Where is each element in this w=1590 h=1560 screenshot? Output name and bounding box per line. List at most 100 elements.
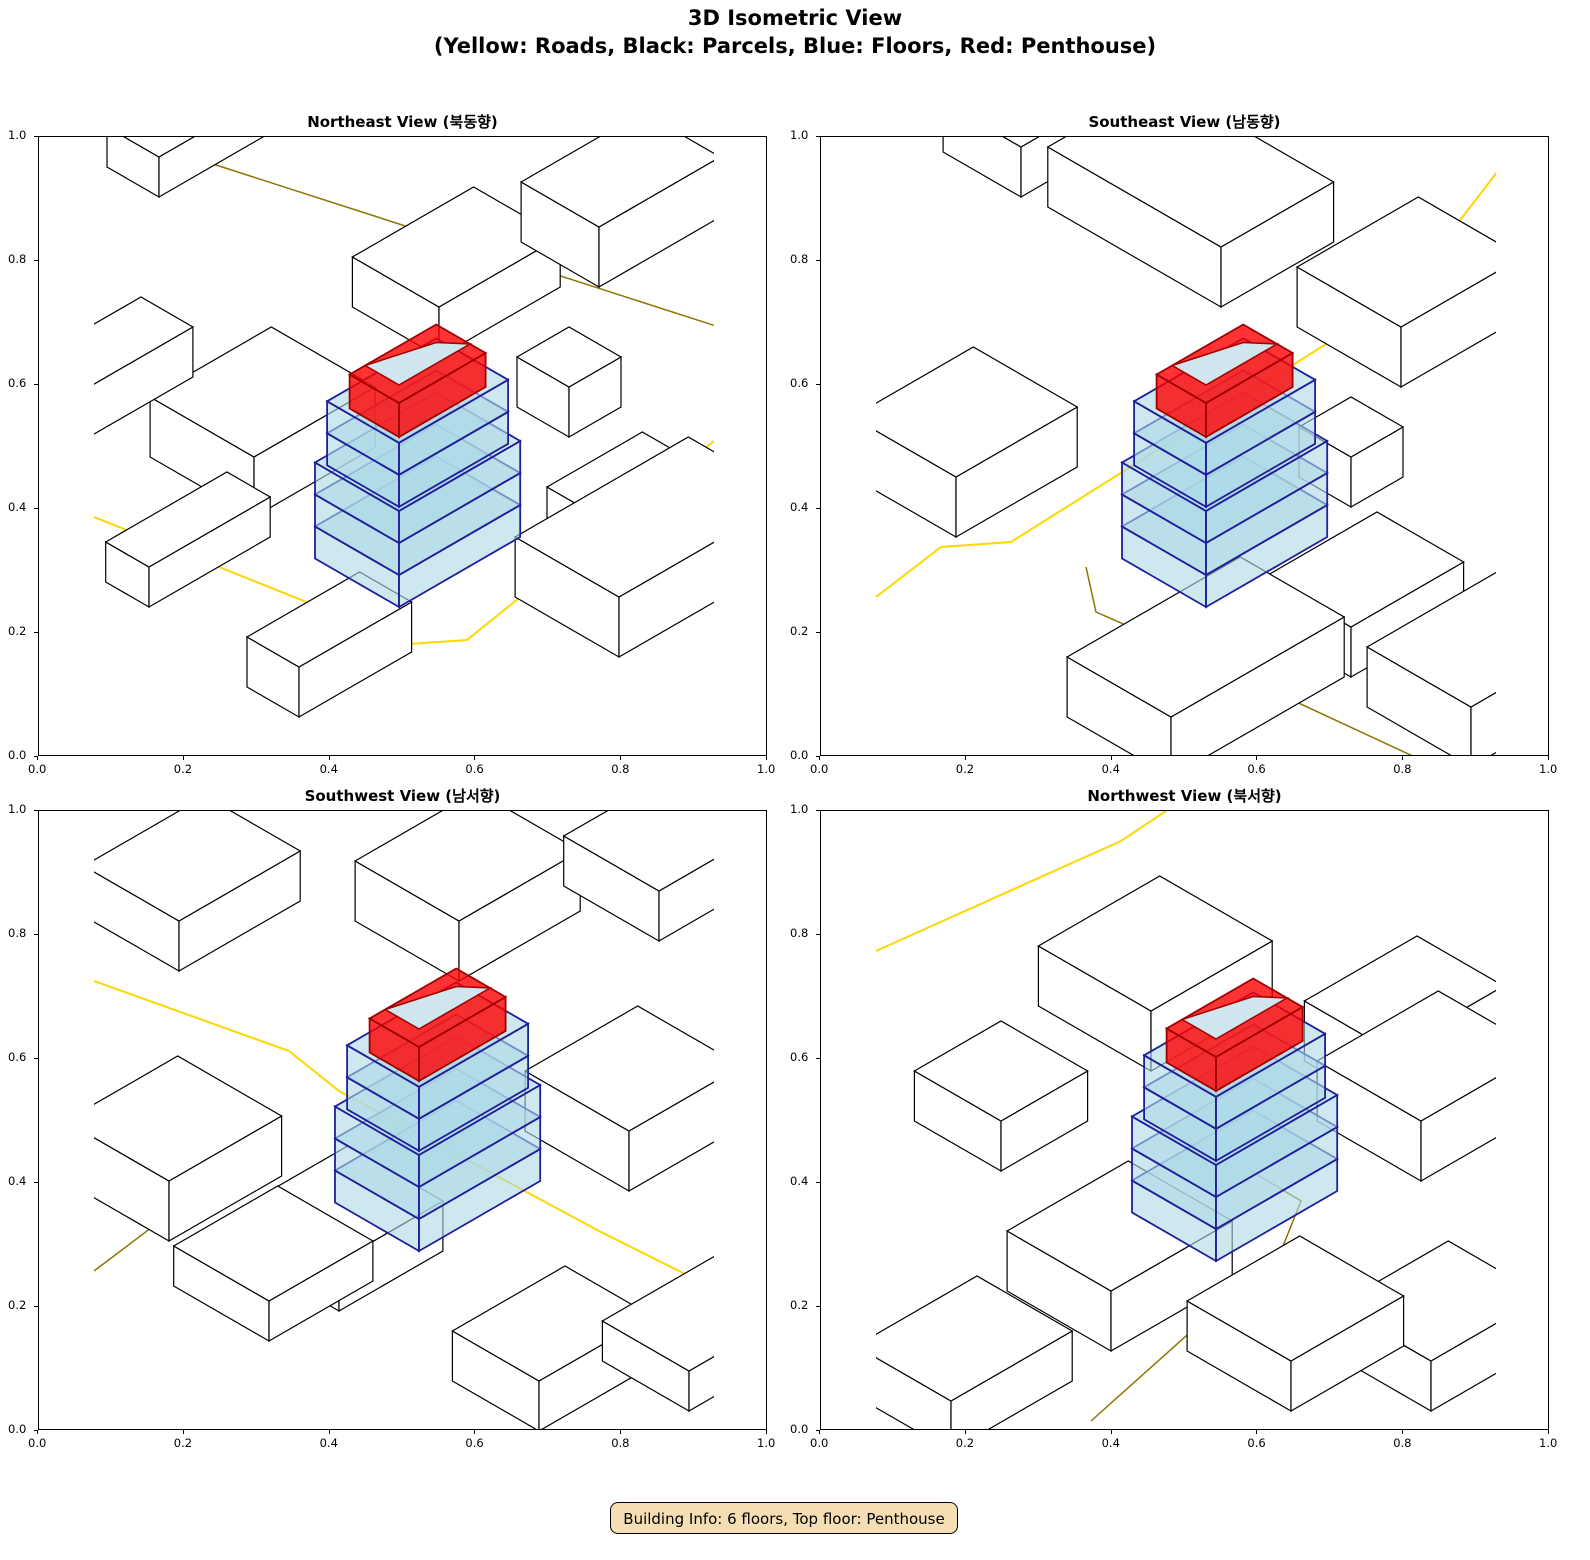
top-face xyxy=(523,1005,714,1132)
parcel-building xyxy=(1315,990,1496,1183)
view-drawing xyxy=(876,137,1496,755)
parcel-building xyxy=(94,811,302,973)
parcel-building xyxy=(351,186,562,359)
top-face xyxy=(172,1185,375,1302)
x-tick-mark xyxy=(37,756,38,760)
panel-title-northeast: Northeast View (북동향) xyxy=(307,113,498,131)
right-face xyxy=(688,1355,714,1413)
view-drawing xyxy=(94,137,714,719)
y-tick-label: 1.0 xyxy=(8,802,27,816)
x-tick-mark xyxy=(1256,756,1258,760)
x-tick-mark xyxy=(766,756,767,760)
top-face xyxy=(876,1275,1074,1402)
x-tick-mark xyxy=(620,1430,622,1434)
x-tick-mark xyxy=(182,1430,184,1434)
top-face xyxy=(519,137,714,228)
top-face xyxy=(351,186,562,308)
x-tick-mark xyxy=(964,756,966,760)
penthouse-courtyard xyxy=(363,341,473,386)
panel-title-southeast: Southeast View (남동향) xyxy=(1088,113,1281,131)
y-tick-mark xyxy=(816,1306,820,1307)
y-tick-mark xyxy=(34,1182,38,1183)
y-tick-label: 0.6 xyxy=(790,1050,809,1064)
x-tick-mark xyxy=(1110,756,1112,760)
parcel-building xyxy=(1185,1235,1405,1413)
penthouse-courtyard xyxy=(1180,995,1290,1040)
top-face xyxy=(94,296,195,385)
y-tick-label: 0.6 xyxy=(8,1050,27,1064)
x-tick-mark xyxy=(328,1430,330,1434)
parcel-building xyxy=(1295,196,1496,389)
parcel-building xyxy=(104,471,272,609)
scene xyxy=(94,137,714,719)
x-tick-label: 0.0 xyxy=(28,1436,47,1450)
y-tick-mark xyxy=(816,934,820,935)
x-tick-mark xyxy=(182,756,184,760)
x-tick-mark xyxy=(1402,1430,1404,1434)
parcel-building xyxy=(1365,571,1496,755)
y-tick-label: 0.0 xyxy=(790,748,809,762)
y-tick-mark xyxy=(34,1430,38,1431)
right-face xyxy=(1470,691,1496,755)
right-face xyxy=(628,1081,714,1193)
y-tick-label: 0.4 xyxy=(790,500,809,514)
road-line xyxy=(876,811,1168,952)
x-tick-mark xyxy=(819,756,820,760)
panel-title-northwest: Northwest View (북서향) xyxy=(1087,787,1282,805)
parcel-building xyxy=(1065,556,1346,755)
y-tick-mark xyxy=(34,136,38,137)
top-face xyxy=(104,471,272,568)
x-tick-label: 0.4 xyxy=(1101,1436,1120,1450)
parcel-building xyxy=(353,811,582,983)
top-face xyxy=(562,811,714,892)
left-face xyxy=(942,137,1022,199)
right-face xyxy=(658,858,714,943)
y-tick-mark xyxy=(816,260,820,261)
parcel-building xyxy=(245,571,413,719)
southeast-view-axes xyxy=(820,136,1549,756)
x-tick-mark xyxy=(819,1430,820,1434)
building-info-box: Building Info: 6 floors, Top floor: Pent… xyxy=(610,1502,958,1534)
parcel-building xyxy=(562,811,714,943)
y-tick-label: 0.8 xyxy=(790,252,809,266)
y-tick-label: 0.4 xyxy=(790,1174,809,1188)
right-face xyxy=(158,137,265,199)
x-tick-label: 0.6 xyxy=(1247,1436,1266,1450)
view-drawing xyxy=(94,811,714,1429)
y-tick-mark xyxy=(816,508,820,509)
right-face xyxy=(598,159,714,289)
y-tick-label: 0.4 xyxy=(8,1174,27,1188)
parcel-building xyxy=(515,326,623,439)
x-tick-label: 0.2 xyxy=(173,1436,193,1450)
y-tick-mark xyxy=(34,384,38,385)
x-tick-mark xyxy=(766,1430,767,1434)
parcel-building xyxy=(601,1255,714,1413)
x-tick-mark xyxy=(620,756,622,760)
x-tick-mark xyxy=(474,756,476,760)
x-tick-label: 0.0 xyxy=(810,762,829,776)
scene xyxy=(876,137,1496,755)
x-tick-label: 0.4 xyxy=(319,1436,338,1450)
y-tick-label: 1.0 xyxy=(790,802,809,816)
y-tick-mark xyxy=(816,632,820,633)
y-tick-mark xyxy=(34,934,38,935)
x-tick-label: 0.8 xyxy=(1393,1436,1412,1450)
top-face xyxy=(913,1020,1089,1122)
x-tick-label: 0.2 xyxy=(955,1436,975,1450)
x-tick-label: 0.6 xyxy=(465,1436,484,1450)
x-tick-label: 0.8 xyxy=(611,762,630,776)
x-tick-label: 0.6 xyxy=(1247,762,1266,776)
x-tick-label: 0.8 xyxy=(1393,762,1412,776)
y-tick-mark xyxy=(816,136,820,137)
scene xyxy=(876,811,1496,1429)
scene xyxy=(94,811,714,1429)
x-tick-mark xyxy=(37,1430,38,1434)
x-tick-mark xyxy=(1548,756,1549,760)
x-tick-mark xyxy=(1402,756,1404,760)
top-face xyxy=(94,1055,283,1182)
top-face xyxy=(876,346,1079,478)
top-face xyxy=(601,1255,714,1372)
y-tick-mark xyxy=(816,1430,820,1431)
northwest-view-axes xyxy=(820,810,1549,1430)
x-tick-label: 0.0 xyxy=(28,762,47,776)
